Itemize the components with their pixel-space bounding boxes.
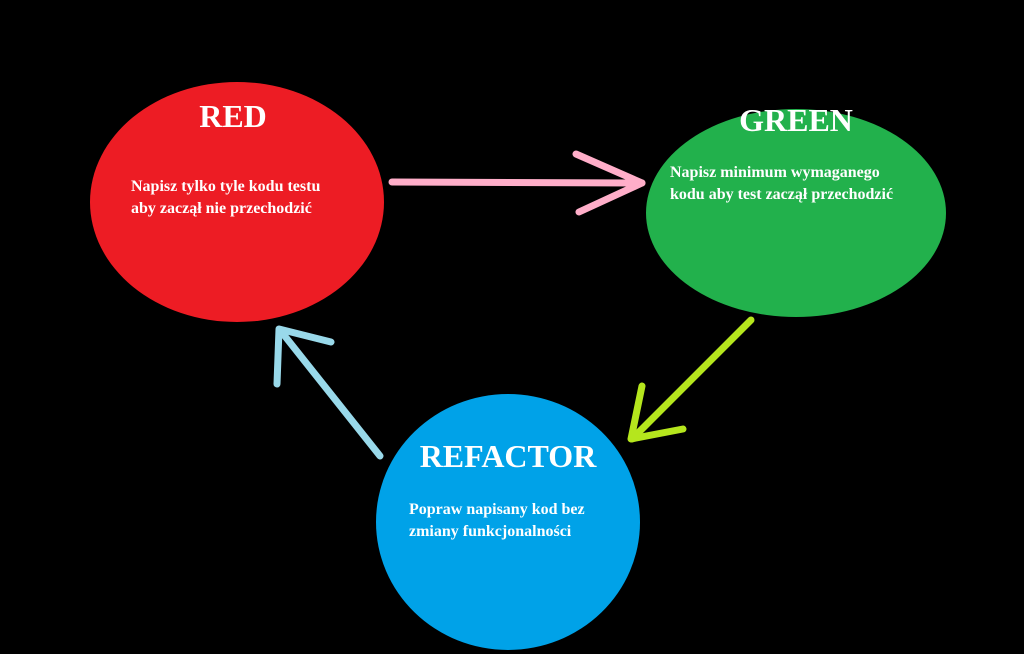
- arrow-green-to-refactor: [627, 316, 755, 443]
- arrow-red-to-green-shaft: [388, 178, 646, 187]
- red-title: RED: [199, 98, 267, 134]
- arrow-green-to-refactor-head: [627, 382, 687, 443]
- arrow-refactor-to-red-head: [273, 325, 335, 388]
- arrow-red-to-green: [388, 150, 646, 216]
- node-red: RED Napisz tylko tyle kodu testu aby zac…: [90, 82, 384, 322]
- arrow-red-to-green-head: [572, 150, 646, 216]
- arrow-green-to-refactor-shaft: [628, 316, 755, 443]
- green-ellipse: [646, 109, 946, 317]
- refactor-ellipse: [376, 394, 640, 650]
- node-refactor: REFACTOR Popraw napisany kod bez zmiany …: [376, 394, 640, 650]
- green-title: GREEN: [739, 102, 853, 138]
- node-green: GREEN Napisz minimum wymaganego kodu aby…: [646, 102, 946, 317]
- refactor-description-line-2: zmiany funkcjonalności: [409, 523, 572, 540]
- green-description-line-2: kodu aby test zaczął przechodzić: [670, 186, 893, 203]
- red-description-line-1: Napisz tylko tyle kodu testu: [131, 178, 320, 195]
- refactor-title: REFACTOR: [420, 438, 598, 474]
- refactor-description-line-1: Popraw napisany kod bez: [409, 501, 585, 518]
- green-description-line-1: Napisz minimum wymaganego: [670, 164, 880, 181]
- red-description-line-2: aby zaczął nie przechodzić: [131, 200, 312, 217]
- red-ellipse: [90, 82, 384, 322]
- arrow-refactor-to-red: [273, 325, 384, 460]
- arrow-refactor-to-red-shaft: [276, 326, 384, 460]
